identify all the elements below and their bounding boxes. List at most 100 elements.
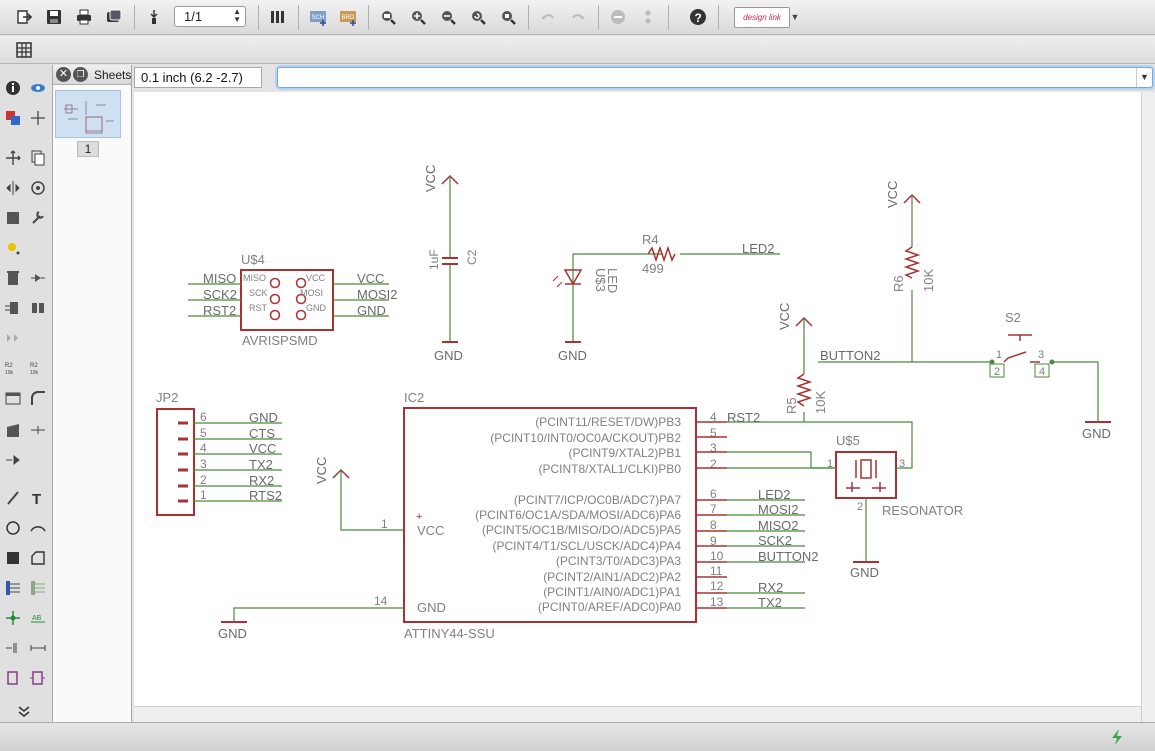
net-label-led2: LED2 (742, 241, 775, 256)
cam-processor-icon[interactable] (103, 6, 125, 28)
net-label-ic2-rst2: RST2 (727, 410, 760, 425)
design-link-dropdown-icon[interactable]: ▼ (790, 12, 800, 22)
ic2-pb2-label: (PCINT10/INT0/OC0A/CKOUT)PB2 (490, 431, 681, 445)
float-icon[interactable]: ❐ (73, 67, 88, 82)
paste-icon[interactable] (3, 238, 23, 258)
undo-icon[interactable] (537, 6, 559, 28)
copy-icon[interactable] (28, 148, 48, 168)
command-line-input[interactable]: ▼ (277, 67, 1153, 88)
ic2-pa4-label: (PCINT4/T1/SCL/USCK/ADC4)PA4 (493, 539, 682, 553)
invoke-icon[interactable] (3, 450, 23, 470)
ic2-pa2-label: (PCINT2/AIN1/ADC2)PA2 (543, 570, 681, 584)
lightning-icon[interactable] (1108, 728, 1126, 746)
attribute-icon[interactable] (3, 638, 23, 658)
frame-icon[interactable] (3, 668, 23, 688)
move-icon[interactable] (3, 148, 23, 168)
mark-icon[interactable] (28, 108, 48, 128)
display-icon[interactable] (3, 108, 23, 128)
info-icon[interactable] (3, 78, 23, 98)
go-icon[interactable] (637, 6, 659, 28)
redo-icon[interactable] (567, 6, 589, 28)
ic2-name: IC2 (404, 390, 424, 405)
junction-icon[interactable] (3, 608, 23, 628)
jp2-header[interactable]: JP2 6 5 4 3 2 1 GND CTS VCC TX2 RX2 RTS2 (156, 390, 282, 516)
command-history-dropdown-icon[interactable]: ▼ (1136, 68, 1152, 87)
script-icon[interactable] (143, 6, 165, 28)
add-icon[interactable] (28, 268, 48, 288)
ulp-icon[interactable] (267, 6, 289, 28)
ic2-pin-7: 7 (710, 502, 717, 516)
stop-icon[interactable] (607, 6, 629, 28)
r6-resistor[interactable]: VCC R6 10K (885, 181, 936, 362)
grid-icon[interactable] (13, 39, 35, 61)
optimize-icon[interactable] (28, 420, 48, 440)
change-icon[interactable] (28, 208, 48, 228)
ic2-pa5-label: (PCINT5/OC1B/MISO/DO/ADC5)PA5 (482, 523, 681, 537)
schematic-switch-icon[interactable]: SCH (307, 6, 329, 28)
zoom-fit-icon[interactable] (377, 6, 399, 28)
r5-resistor[interactable]: VCC R5 10K (727, 303, 828, 423)
split-icon[interactable] (3, 420, 23, 440)
page-selector[interactable]: 1/1▲▼ (174, 6, 246, 27)
board-switch-icon[interactable]: BRD (337, 6, 359, 28)
miter-icon[interactable] (28, 388, 48, 408)
polygon-icon[interactable] (28, 548, 48, 568)
sheets-title: Sheets (94, 68, 132, 82)
net-label-gnd: GND (357, 303, 386, 318)
label-icon[interactable]: AB (28, 608, 48, 628)
spinner-arrows-icon[interactable]: ▲▼ (233, 7, 241, 24)
brd-label: BRD (342, 15, 355, 21)
delete-icon[interactable] (3, 268, 23, 288)
rect-icon[interactable] (3, 548, 23, 568)
close-icon[interactable]: ✕ (56, 67, 71, 82)
r5-name: R5 (784, 397, 799, 414)
ic2-attiny44[interactable]: IC2 ATTINY44-SSU VCC 1 + VCC GND 14 GND … (218, 390, 818, 641)
erc-icon[interactable] (28, 668, 48, 688)
schematic-canvas[interactable]: U$4 MISO SCK RST VCC MOSI GND MISO SCK2 … (134, 92, 1141, 706)
zoom-in-icon[interactable] (407, 6, 429, 28)
horizontal-scrollbar[interactable] (134, 706, 1141, 722)
vertical-scrollbar[interactable] (1141, 92, 1155, 722)
print-icon[interactable] (73, 6, 95, 28)
wire-icon[interactable] (3, 488, 23, 508)
arc-icon[interactable] (28, 518, 48, 538)
open-icon[interactable] (13, 6, 35, 28)
expand-more-icon[interactable] (14, 701, 34, 721)
mirror-icon[interactable] (3, 178, 23, 198)
sheet-thumbnail[interactable] (55, 90, 121, 138)
ic2-pa0-label: (PCINT0/AREF/ADC0)PA0 (538, 600, 681, 614)
smash-icon[interactable] (3, 388, 23, 408)
redraw-icon[interactable] (467, 6, 489, 28)
circle-icon[interactable] (3, 518, 23, 538)
u5-resonator[interactable]: U$5 1 2 3 RESONATOR GND (727, 421, 963, 580)
help-icon[interactable]: ? (687, 6, 709, 28)
s2-switch[interactable]: BUTTON2 S2 1 2 3 4 GND (818, 310, 1111, 441)
group-icon[interactable] (3, 208, 23, 228)
rotate-icon[interactable] (28, 178, 48, 198)
gateswap-icon[interactable] (28, 298, 48, 318)
zoom-out-icon[interactable] (437, 6, 459, 28)
save-icon[interactable] (43, 6, 65, 28)
u4-connector[interactable]: U$4 MISO SCK RST VCC MOSI GND MISO SCK2 … (188, 252, 397, 348)
net-icon[interactable] (28, 578, 48, 598)
ic2-pa7-label: (PCINT7/ICP/OC0B/ADC7)PA7 (514, 493, 681, 507)
net-label-rx2: RX2 (249, 473, 274, 488)
r5-vcc-label: VCC (777, 303, 792, 330)
bus-icon[interactable] (3, 578, 23, 598)
ic2-pin-14: 14 (374, 594, 388, 608)
c2-capacitor[interactable]: VCC 1uF C2 GND (423, 165, 479, 363)
r6-value: 10K (921, 269, 936, 292)
dimension-icon[interactable] (28, 638, 48, 658)
replace-icon[interactable] (3, 328, 23, 348)
ic2-pin-11: 11 (710, 564, 723, 578)
zoom-select-icon[interactable] (497, 6, 519, 28)
show-icon[interactable] (28, 78, 48, 98)
u4-name: U$4 (241, 252, 265, 267)
pinswap-icon[interactable] (3, 298, 23, 318)
r4-resistor[interactable]: R4 499 LED2 (642, 232, 780, 276)
text-icon[interactable]: T (28, 488, 48, 508)
design-link-button[interactable]: design link (734, 7, 790, 28)
